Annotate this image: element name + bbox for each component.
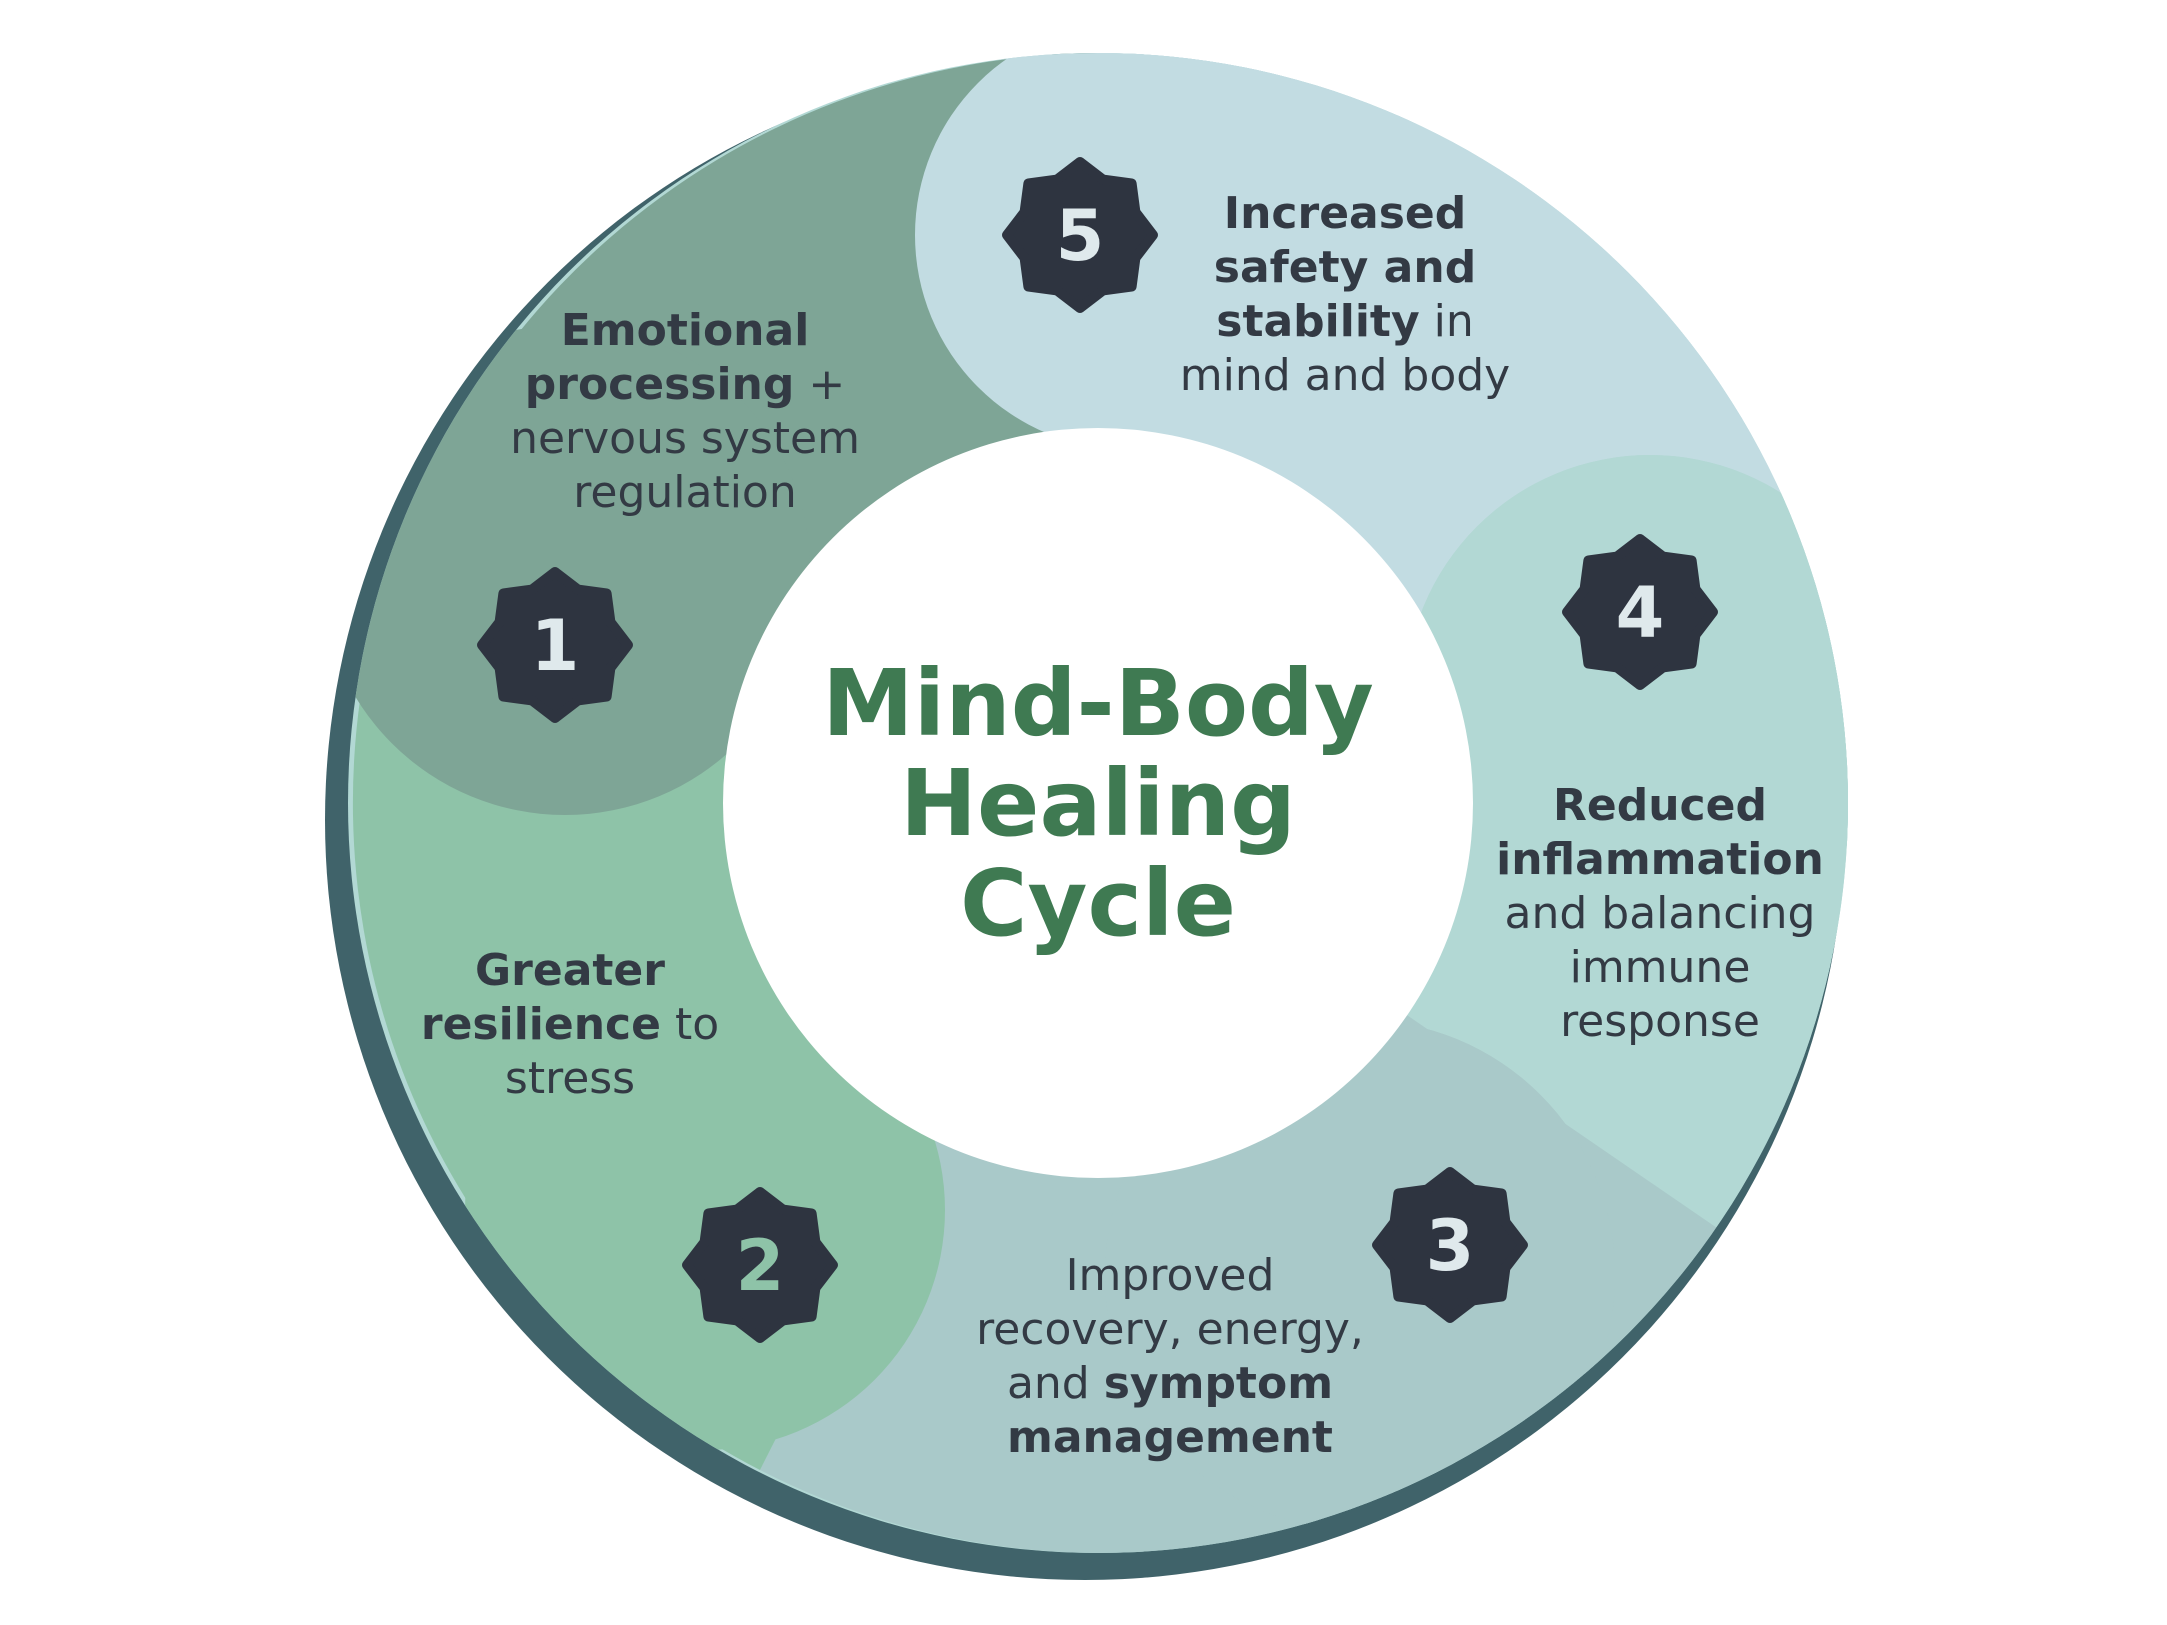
step-badge-1: 1 bbox=[477, 567, 633, 723]
badge-star-icon bbox=[1562, 534, 1718, 690]
label-bold-text: safety and bbox=[1214, 242, 1476, 293]
label-bold-text: processing bbox=[525, 359, 795, 410]
step-label-line: Improved bbox=[1066, 1250, 1275, 1301]
diagram-title: Mind-Body Healing Cycle bbox=[822, 650, 1374, 957]
step-label-line: Reduced bbox=[1553, 780, 1767, 831]
step-label-line: resilience to bbox=[421, 999, 719, 1050]
step-label-line: Increased bbox=[1224, 188, 1467, 239]
label-text: nervous system bbox=[510, 413, 860, 464]
title-line-2: Healing bbox=[900, 750, 1296, 857]
step-number: 3 bbox=[1426, 1205, 1475, 1287]
label-bold-text: management bbox=[1007, 1412, 1333, 1463]
step-label-line: immune bbox=[1570, 942, 1751, 993]
step-label-line: mind and body bbox=[1180, 350, 1510, 401]
step-badge-3: 3 bbox=[1372, 1167, 1528, 1323]
step-badges: 1 2 3 4 5 bbox=[477, 157, 1718, 1343]
step-label-line: nervous system bbox=[510, 413, 860, 464]
label-text: recovery, energy, bbox=[976, 1304, 1364, 1355]
step-label-line: regulation bbox=[573, 467, 796, 518]
title-line-1: Mind-Body bbox=[822, 650, 1374, 757]
label-text: in bbox=[1420, 296, 1474, 347]
step-label-line: management bbox=[1007, 1412, 1333, 1463]
step-label-line: stability in bbox=[1216, 296, 1473, 347]
label-text: Improved bbox=[1066, 1250, 1275, 1301]
label-text: regulation bbox=[573, 467, 796, 518]
label-text: mind and body bbox=[1180, 350, 1510, 401]
label-text: to bbox=[661, 999, 719, 1050]
label-text: and balancing bbox=[1505, 888, 1816, 939]
badge-star-icon bbox=[1002, 157, 1158, 313]
step-label-line: response bbox=[1560, 996, 1760, 1047]
step-number: 5 bbox=[1056, 195, 1105, 277]
label-bold-text: Reduced bbox=[1553, 780, 1767, 831]
step-label-line: recovery, energy, bbox=[976, 1304, 1364, 1355]
label-bold-text: symptom bbox=[1104, 1358, 1333, 1409]
label-bold-text: resilience bbox=[421, 999, 661, 1050]
badge-star-icon bbox=[1372, 1167, 1528, 1323]
badge-star-icon bbox=[477, 567, 633, 723]
step-label-line: Emotional bbox=[561, 305, 810, 356]
label-text: response bbox=[1560, 996, 1760, 1047]
center-disc bbox=[723, 428, 1473, 1178]
step-number: 4 bbox=[1616, 572, 1665, 654]
label-bold-text: Greater bbox=[475, 945, 665, 996]
label-bold-text: stability bbox=[1216, 296, 1419, 347]
label-bold-text: inflammation bbox=[1496, 834, 1824, 885]
step-label-line: and balancing bbox=[1505, 888, 1816, 939]
step-number: 1 bbox=[531, 605, 580, 687]
label-text: and bbox=[1007, 1358, 1104, 1409]
label-text: immune bbox=[1570, 942, 1751, 993]
step-label-line: inflammation bbox=[1496, 834, 1824, 885]
label-text: + bbox=[794, 359, 845, 410]
step-badge-4: 4 bbox=[1562, 534, 1718, 690]
badge-star-icon bbox=[682, 1187, 838, 1343]
step-badge-5: 5 bbox=[1002, 157, 1158, 313]
step-label-line: and symptom bbox=[1007, 1358, 1333, 1409]
label-bold-text: Emotional bbox=[561, 305, 810, 356]
segment-4-front-lobe bbox=[1405, 455, 1848, 945]
step-badge-2: 2 bbox=[682, 1187, 838, 1343]
step-label-line: stress bbox=[505, 1053, 635, 1104]
label-bold-text: Increased bbox=[1224, 188, 1467, 239]
title-line-3: Cycle bbox=[960, 850, 1236, 957]
label-text: stress bbox=[505, 1053, 635, 1104]
step-label-line: Greater bbox=[475, 945, 665, 996]
segment-1-lobe bbox=[348, 325, 810, 815]
step-label-line: processing + bbox=[525, 359, 846, 410]
step-number: 2 bbox=[736, 1225, 785, 1307]
step-label-line: safety and bbox=[1214, 242, 1476, 293]
